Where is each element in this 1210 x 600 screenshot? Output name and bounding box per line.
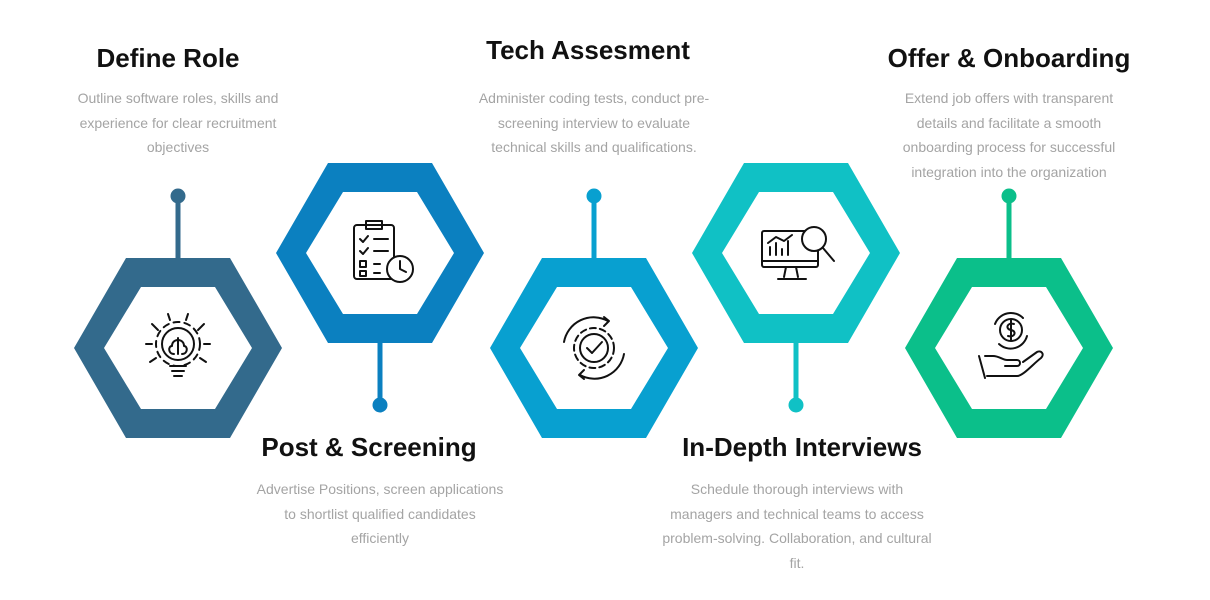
step-1-title: Define Role <box>96 43 240 73</box>
step-4-hexagon <box>692 163 900 343</box>
step-4-connector <box>788 342 804 413</box>
gear-cycle-check-icon <box>563 316 625 380</box>
step-5-description: Extend job offers with transparent detai… <box>902 90 1116 180</box>
step-3-connector <box>586 188 602 258</box>
step-1-connector <box>170 188 186 258</box>
monitor-analytics-search-icon <box>761 226 835 280</box>
step-3-title: Tech Assesment <box>486 35 690 65</box>
step-2-title: Post & Screening <box>261 432 477 462</box>
step-5-title: Offer & Onboarding <box>887 43 1131 73</box>
step-5-connector <box>1001 188 1017 258</box>
hand-dollar-coin-icon <box>978 311 1044 379</box>
step-2-hexagon <box>276 163 484 343</box>
checklist-clock-icon <box>353 220 414 283</box>
step-4-title: In-Depth Interviews <box>682 432 922 462</box>
step-1-description: Outline software roles, skills and exper… <box>77 90 279 155</box>
step-3-description: Administer coding tests, conduct pre-scr… <box>478 90 710 155</box>
step-2-description: Advertise Positions, screen applications… <box>256 481 504 546</box>
step-3-hexagon <box>490 258 698 438</box>
step-2-connector <box>372 342 388 413</box>
lightbulb-gear-icon <box>145 313 211 377</box>
step-4-description: Schedule thorough interviews with manage… <box>662 481 932 571</box>
